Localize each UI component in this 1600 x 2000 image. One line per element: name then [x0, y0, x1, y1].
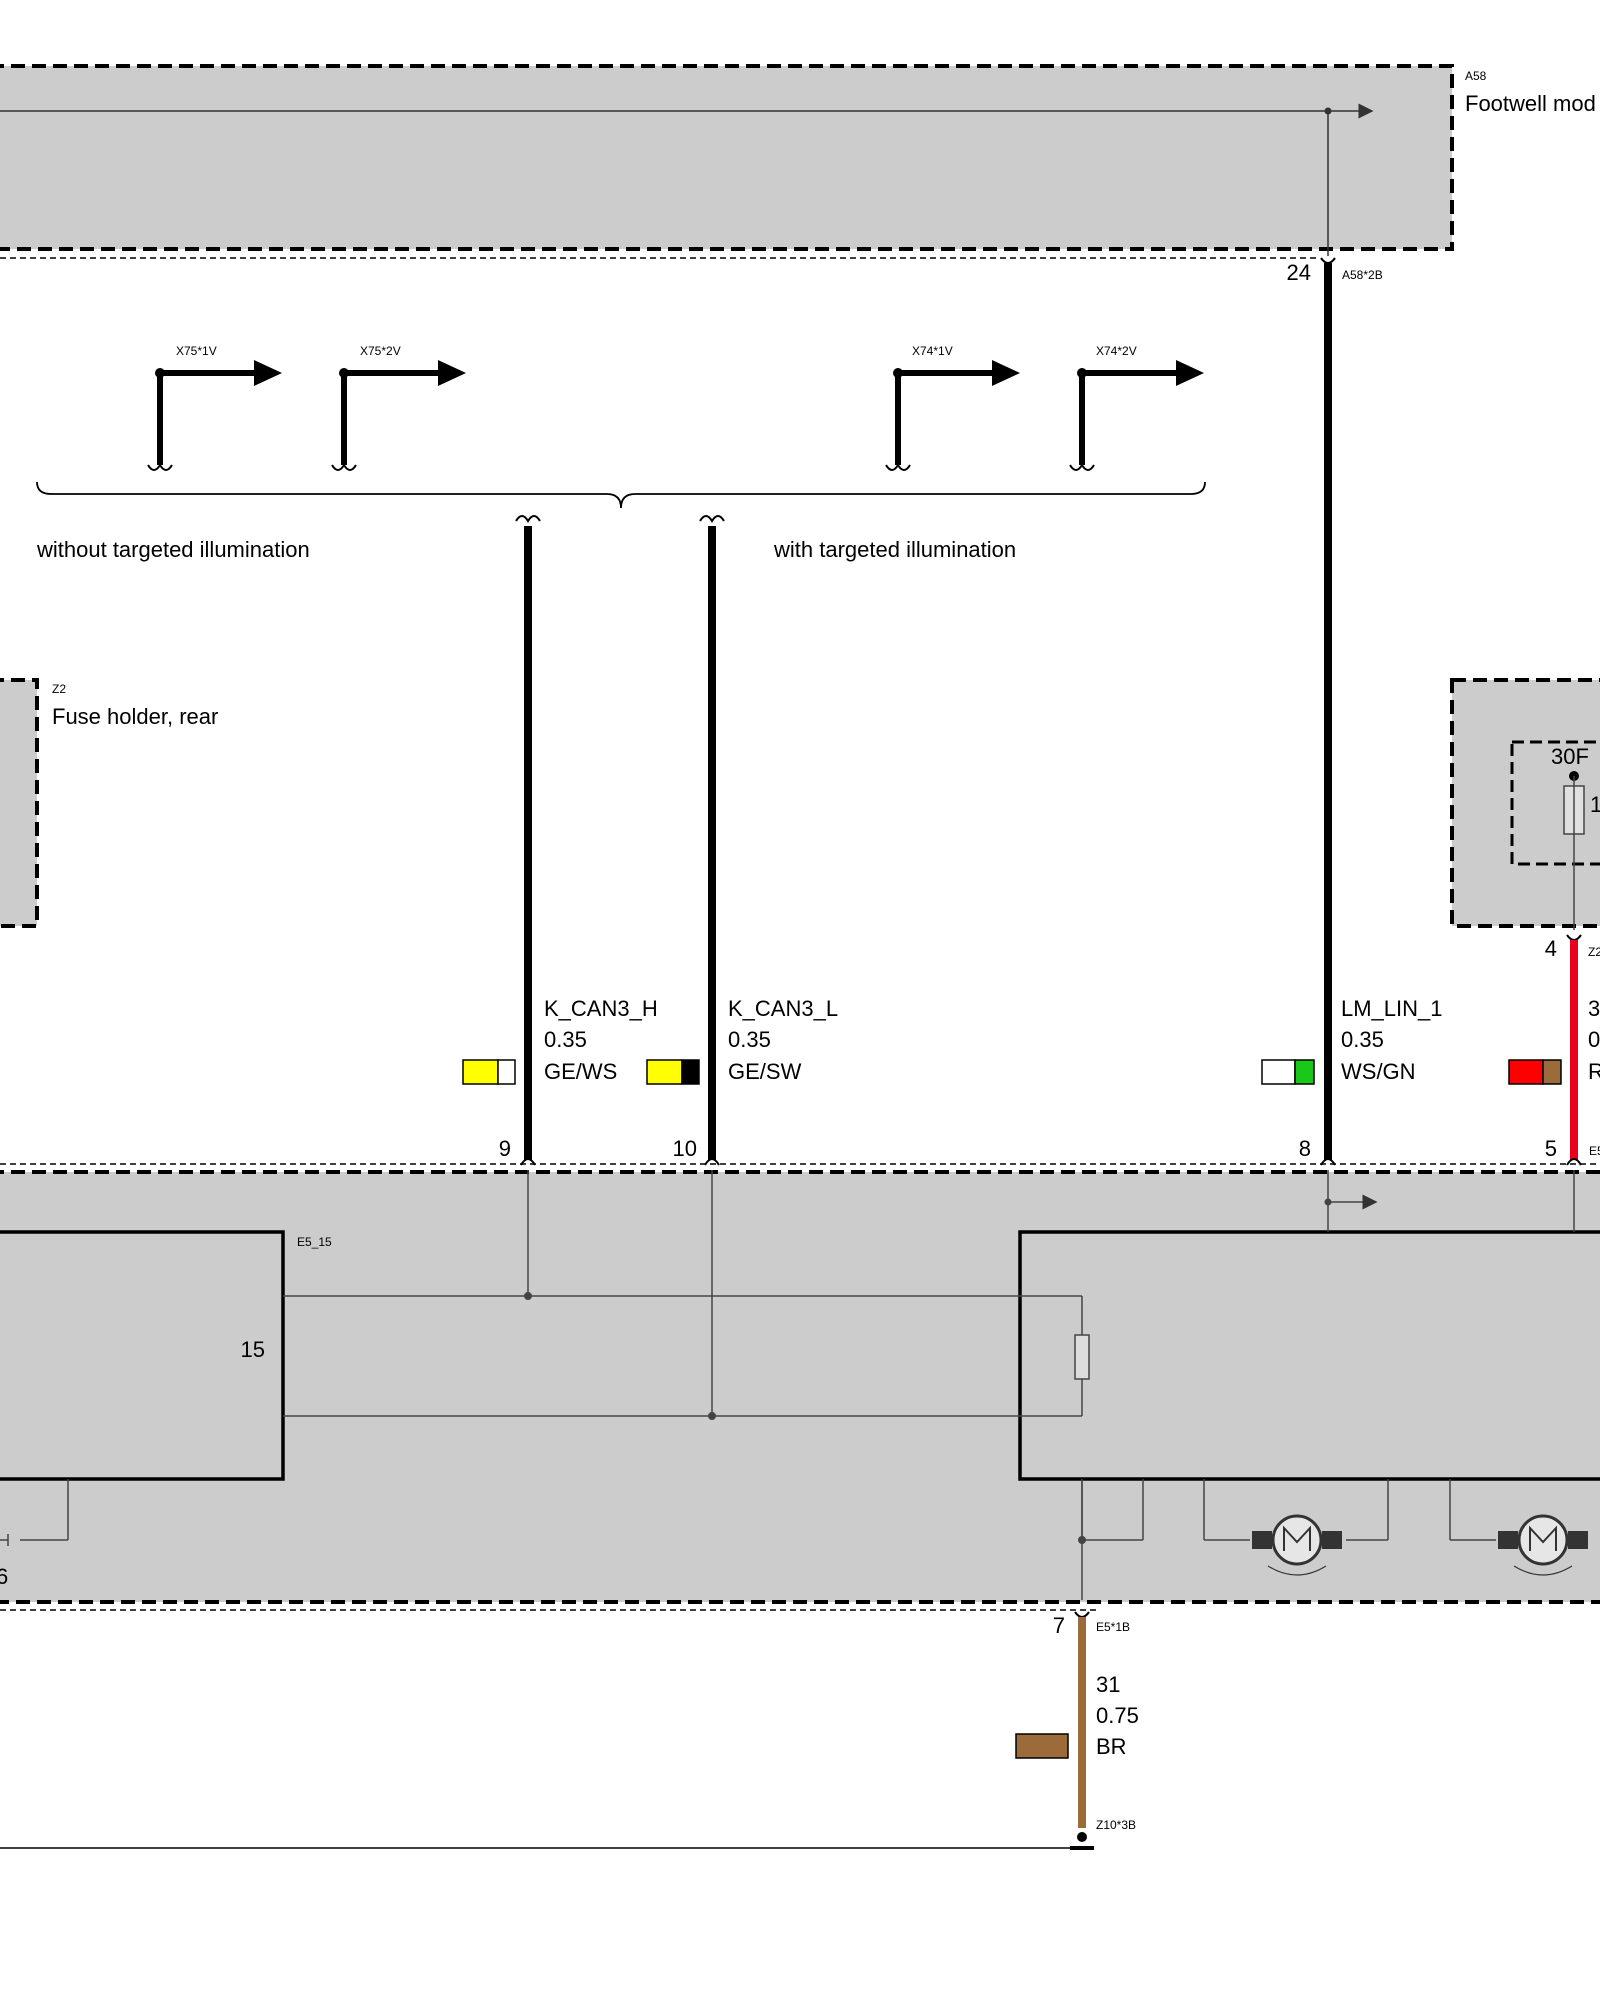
color-swatch-b: [497, 1059, 516, 1085]
color-swatch-b: [1294, 1059, 1315, 1085]
wire-gauge: 0.35: [728, 1027, 771, 1052]
wire-kcan-l: [699, 515, 725, 1160]
wire-label-lm-lin: LM_LIN_1 0.35 WS/GN: [1261, 996, 1443, 1085]
color-swatch-a: [1261, 1059, 1296, 1085]
e5-right-connector: E5: [1589, 1144, 1600, 1158]
wire-gauge: 0.35: [1341, 1027, 1384, 1052]
wire-color-code: GE/SW: [728, 1059, 802, 1084]
z2-connector: Z2: [1588, 945, 1600, 959]
a58-pin: 24: [1287, 260, 1311, 285]
terminal-15: 15: [241, 1337, 265, 1362]
z2-name: Fuse holder, rear: [52, 704, 218, 729]
z2-pin: 4: [1545, 936, 1557, 961]
wire-label-kcan-h: K_CAN3_H 0.35 GE/WS: [462, 996, 658, 1085]
pin-kcan-l: 10: [673, 1136, 697, 1161]
wire-color-code: GE/WS: [544, 1059, 617, 1084]
wire-signal: K_CAN3_L: [728, 996, 838, 1021]
a58-connector: A58*2B: [1342, 268, 1383, 282]
z10-connector: Z10*3B: [1096, 1818, 1136, 1832]
wire-color-code: BR: [1096, 1734, 1127, 1759]
pin-red: 5: [1545, 1136, 1557, 1161]
option-brace: [36, 481, 1206, 509]
e5-right-box: [1018, 1230, 1600, 1481]
motor-icon: [1449, 1479, 1588, 1576]
wire-gauge: 0.35: [544, 1027, 587, 1052]
wire-color-code: WS/GN: [1341, 1059, 1416, 1084]
module-e5: 9 10 8 5 E5 E5_15 15 6: [0, 1136, 1600, 1611]
wire-lm-lin: 24 A58*2B: [1287, 257, 1383, 1160]
flag-x74-2v: X74*2V: [1069, 344, 1204, 471]
x74-2v-label: X74*2V: [1096, 344, 1137, 358]
wire-red: 4 Z2: [1545, 934, 1600, 1160]
fuse-value: 1: [1590, 792, 1600, 817]
ground-pin: 7: [1053, 1613, 1065, 1638]
note-with: with targeted illumination: [773, 537, 1016, 562]
wire-signal: LM_LIN_1: [1341, 996, 1443, 1021]
flag-x75-2v: X75*2V: [331, 344, 466, 471]
wire-label-red: 3 0 R: [1508, 996, 1600, 1085]
wire-gauge: 0: [1588, 1027, 1600, 1052]
wire-kcan-h: [515, 515, 541, 1160]
wire-ground: 7 E5*1B 31 0.75 BR Z10*3B: [0, 1611, 1139, 1850]
x74-1v-label: X74*1V: [912, 344, 953, 358]
flag-x75-1v: X75*1V: [147, 344, 282, 471]
motor-icon: [1203, 1479, 1389, 1576]
pin-6: 6: [0, 1564, 8, 1589]
x75-2v-label: X75*2V: [360, 344, 401, 358]
e5-pins: 9 10 8 5 E5: [499, 1136, 1600, 1166]
fuse-label: 30F: [1551, 744, 1589, 769]
wire-signal: 3: [1588, 996, 1600, 1021]
wire-gauge: 0.75: [1096, 1703, 1139, 1728]
wire-label-kcan-l: K_CAN3_L 0.35 GE/SW: [646, 996, 838, 1085]
x75-1v-label: X75*1V: [176, 344, 217, 358]
a58-name: Footwell mod: [1465, 91, 1596, 116]
module-z2-left: Z2 Fuse holder, rear: [0, 678, 218, 928]
color-swatch-b: [681, 1059, 700, 1085]
flag-x74-1v: X74*1V: [885, 344, 1020, 471]
e5-sub-id: E5_15: [297, 1235, 332, 1249]
ground-connector: E5*1B: [1096, 1620, 1130, 1634]
a58-id: A58: [1465, 69, 1487, 83]
module-a58: A58 Footwell mod: [0, 64, 1596, 259]
termination-resistor-icon: [1074, 1334, 1090, 1380]
note-without: without targeted illumination: [36, 537, 310, 562]
wire-color-code: R: [1588, 1059, 1600, 1084]
connector-flags: X75*1V X75*2V X74*1V X74*2V: [147, 344, 1204, 471]
wire-signal: K_CAN3_H: [544, 996, 658, 1021]
color-swatch-b: [1542, 1059, 1562, 1085]
color-swatch-a: [646, 1059, 683, 1085]
color-swatch-a: [1508, 1059, 1544, 1085]
pin-kcan-h: 9: [499, 1136, 511, 1161]
color-swatch-a: [462, 1059, 499, 1085]
wire-signal: 31: [1096, 1672, 1120, 1697]
pin-lm-lin: 8: [1299, 1136, 1311, 1161]
module-z2-right: 30F 1: [1450, 678, 1600, 930]
z2-id: Z2: [52, 682, 66, 696]
e5-left-box: [0, 1230, 285, 1481]
color-swatch-a: [1015, 1733, 1069, 1759]
